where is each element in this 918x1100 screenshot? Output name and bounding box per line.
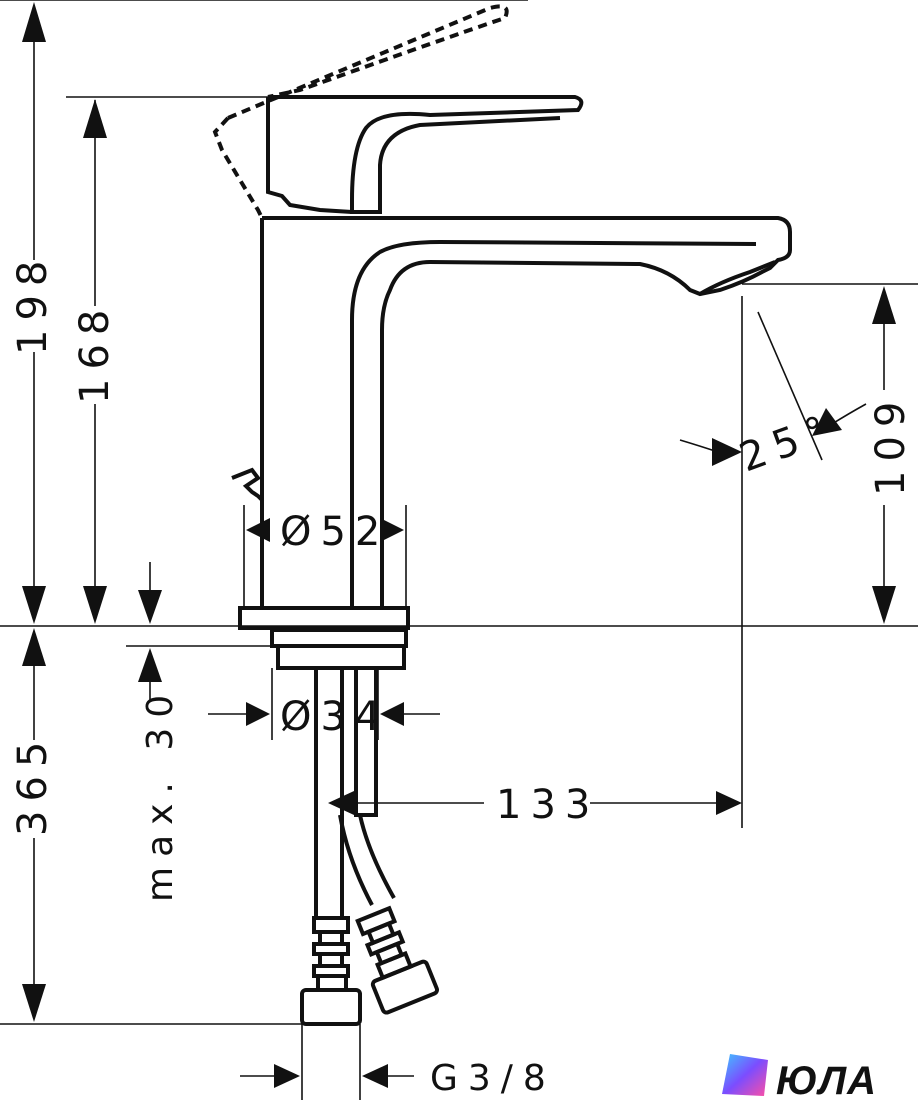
brand-name: ЮЛА — [776, 1059, 877, 1100]
dimension-133: 133 — [328, 782, 742, 828]
dimension-max-30-label: max. 30 — [140, 685, 181, 902]
dimension-shank-diameter-label: Ø34 — [280, 694, 389, 740]
dimension-max-30: max. 30 — [126, 562, 278, 902]
dimension-connection-label: G3/8 — [430, 1058, 556, 1099]
dimension-133-label: 133 — [496, 782, 599, 828]
brand-logo-icon — [722, 1054, 768, 1096]
faucet-body — [212, 4, 792, 1026]
dimension-109: 109 — [742, 283, 918, 624]
dimension-198-label: 198 — [10, 252, 56, 355]
dimension-connection: G3/8 — [240, 1024, 556, 1100]
dimension-body-diameter-label: Ø52 — [280, 509, 389, 555]
dimension-angle-label: 25° — [734, 405, 842, 482]
dimension-body-diameter: Ø52 — [243, 505, 407, 608]
dimension-365-label: 365 — [10, 733, 56, 836]
dimension-365: 365 — [0, 628, 302, 1025]
dimension-168: 168 — [66, 96, 268, 624]
dimension-shank-diameter: Ø34 — [208, 668, 440, 740]
dimension-109-label: 109 — [868, 393, 914, 496]
dimension-198: 198 — [0, 0, 528, 624]
dimension-168-label: 168 — [72, 301, 118, 404]
brand-logo: ЮЛА — [722, 1054, 877, 1100]
dimension-angle: 25° — [679, 296, 867, 828]
